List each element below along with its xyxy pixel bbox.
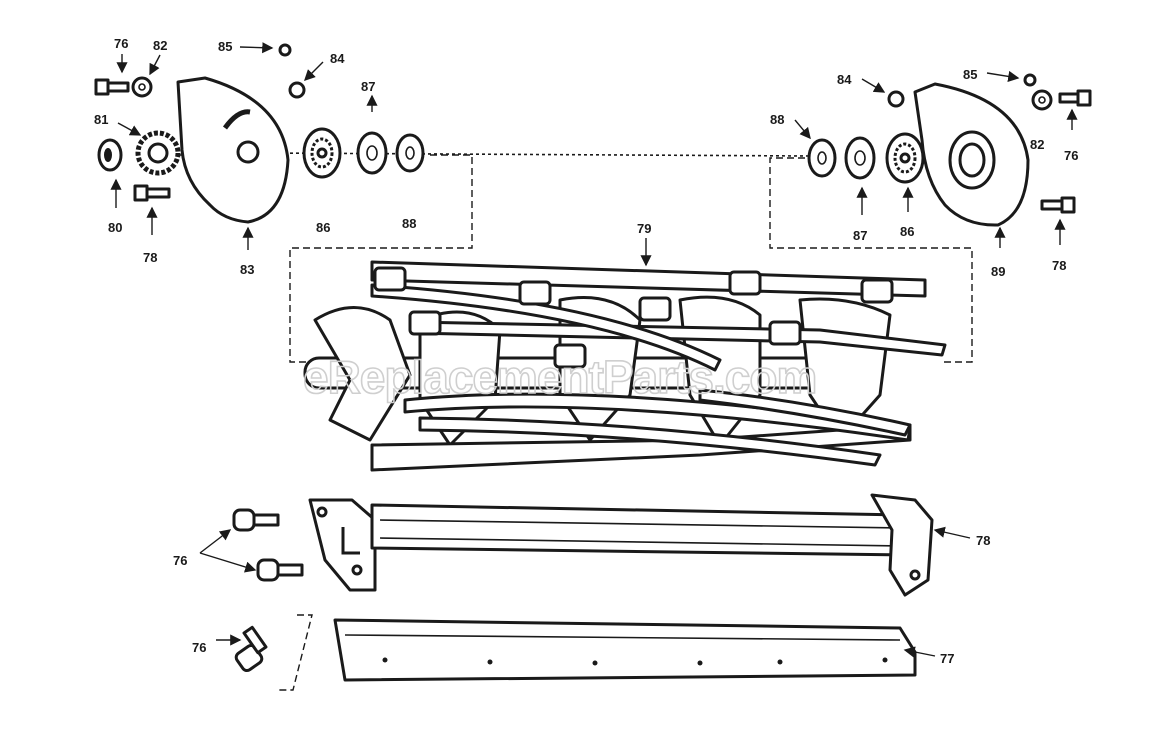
right-hub-assembly: [807, 73, 1092, 227]
washer-82-right: [1031, 89, 1053, 111]
callout-80: 80: [108, 220, 122, 235]
callout-78-left: 78: [143, 250, 157, 265]
reel-brackets: [373, 266, 894, 369]
washer-87-left: [356, 131, 388, 175]
callout-87-right: 87: [853, 228, 867, 243]
bolts-76-bed: [232, 508, 304, 582]
bolt-78-left: [133, 184, 171, 202]
nut-80: [97, 138, 123, 172]
watermark-text: eReplacementParts.com: [303, 351, 816, 403]
callout-84-left: 84: [330, 51, 345, 66]
bolt-78-right: [1040, 196, 1076, 214]
callout-78-right: 78: [1052, 258, 1066, 273]
left-hub-assembly: [94, 43, 425, 224]
bolt-76-knife: [234, 625, 268, 673]
nut-84-left: [288, 81, 306, 99]
callout-83: 83: [240, 262, 254, 277]
callout-82-left: 82: [153, 38, 167, 53]
callout-85-right: 85: [963, 67, 977, 82]
callout-leaders: [110, 42, 1078, 658]
reel-assembly-79: [303, 260, 947, 472]
side-plate-83: [176, 76, 290, 224]
callout-84-right: 84: [837, 72, 852, 87]
bearing-86-right: [885, 132, 925, 184]
callout-77: 77: [940, 651, 954, 666]
callout-82-right: 82: [1030, 137, 1044, 152]
callout-86-left: 86: [316, 220, 330, 235]
washer-88-left: [395, 133, 425, 173]
callout-78-bed: 78: [976, 533, 990, 548]
pin-85-right: [1023, 73, 1037, 87]
washer-82-left: [131, 76, 153, 98]
bolt-76-left: [94, 78, 130, 96]
bed-bar-78: [308, 493, 934, 597]
bearing-86-left: [302, 127, 342, 179]
bed-knife-77: [333, 618, 917, 682]
callout-86-right: 86: [900, 224, 914, 239]
callout-76-right: 76: [1064, 148, 1078, 163]
callout-79: 79: [637, 221, 651, 236]
pin-85-left: [278, 43, 292, 57]
callout-81: 81: [94, 112, 108, 127]
callout-76-top-left: 76: [114, 36, 128, 51]
bolt-76-right: [1058, 89, 1092, 107]
callout-88-left: 88: [402, 216, 416, 231]
callout-89: 89: [991, 264, 1005, 279]
side-plate-89: [913, 82, 1030, 227]
callout-88-right: 88: [770, 112, 784, 127]
callout-85-left: 85: [218, 39, 232, 54]
nut-84-right: [887, 90, 905, 108]
callout-labels: 76 82 85 84 87 81 80 78 83 86 88 84 85 8…: [94, 36, 1078, 666]
callout-76-bed: 76: [173, 553, 187, 568]
callout-76-knife: 76: [192, 640, 206, 655]
callout-87-left: 87: [361, 79, 375, 94]
washer-87-right: [844, 136, 876, 180]
washer-88-right: [807, 138, 837, 178]
gear-81: [135, 130, 181, 176]
